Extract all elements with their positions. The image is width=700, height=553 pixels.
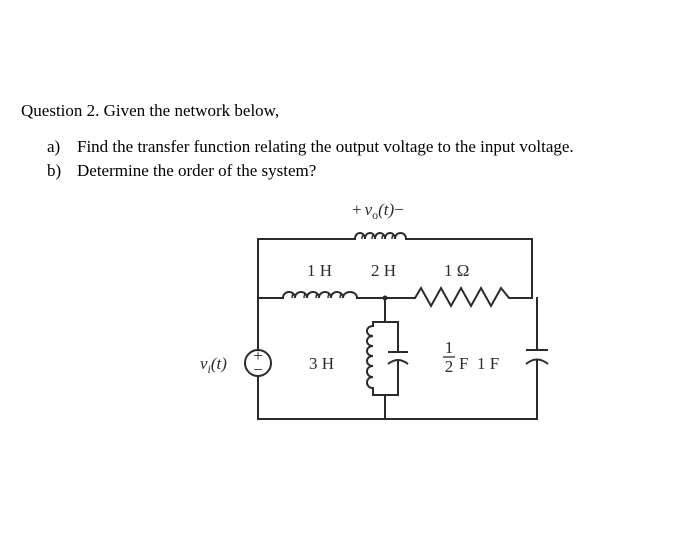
inductor-2h-label: 2 H bbox=[371, 261, 396, 280]
vi-sub: i bbox=[208, 362, 211, 376]
vo-v: v bbox=[365, 200, 373, 219]
vo-minus: − bbox=[394, 200, 404, 219]
item-a-text: Find the transfer function relating the … bbox=[77, 137, 574, 156]
cap-half-unit: F bbox=[459, 354, 468, 373]
inductor-1h-label: 1 H bbox=[307, 261, 332, 280]
resistor-zigzag bbox=[414, 285, 515, 309]
output-voltage-label: +vo(t)− bbox=[352, 200, 404, 222]
vo-t: (t) bbox=[378, 200, 394, 219]
cap-half-numerator: 1 bbox=[445, 338, 454, 357]
vi-t: (t) bbox=[211, 354, 227, 373]
inductor-3h-label: 3 H bbox=[309, 354, 334, 373]
cap-one-label: 1 F bbox=[477, 354, 499, 373]
cap-half-denominator: 2 bbox=[445, 357, 454, 376]
item-a-marker: a) bbox=[47, 137, 61, 156]
wire-left-lower bbox=[257, 375, 538, 420]
vi-v: v bbox=[200, 354, 208, 373]
question-title: Question 2. Given the network below, bbox=[21, 101, 280, 120]
item-b-marker: b) bbox=[47, 161, 62, 180]
input-voltage-label: vi(t) bbox=[200, 354, 227, 376]
junction-dot bbox=[382, 295, 388, 301]
vo-plus: + bbox=[352, 200, 362, 219]
item-b-text: Determine the order of the system? bbox=[77, 161, 317, 180]
wire-3h-bottom bbox=[372, 387, 399, 396]
vo-sub: o bbox=[372, 208, 378, 222]
resistor-label: 1 Ω bbox=[444, 261, 469, 280]
voltage-source bbox=[244, 349, 272, 377]
source-plus: + bbox=[253, 346, 263, 365]
cap-half-plate-bottom bbox=[387, 359, 409, 365]
inductor-3h-coil bbox=[366, 325, 374, 389]
source-minus: − bbox=[253, 360, 263, 379]
cap-one-plate-bottom bbox=[525, 358, 549, 365]
question-item-b: b) Determine the order of the system? bbox=[47, 161, 316, 181]
question-item-a: a) Find the transfer function relating th… bbox=[47, 137, 574, 157]
